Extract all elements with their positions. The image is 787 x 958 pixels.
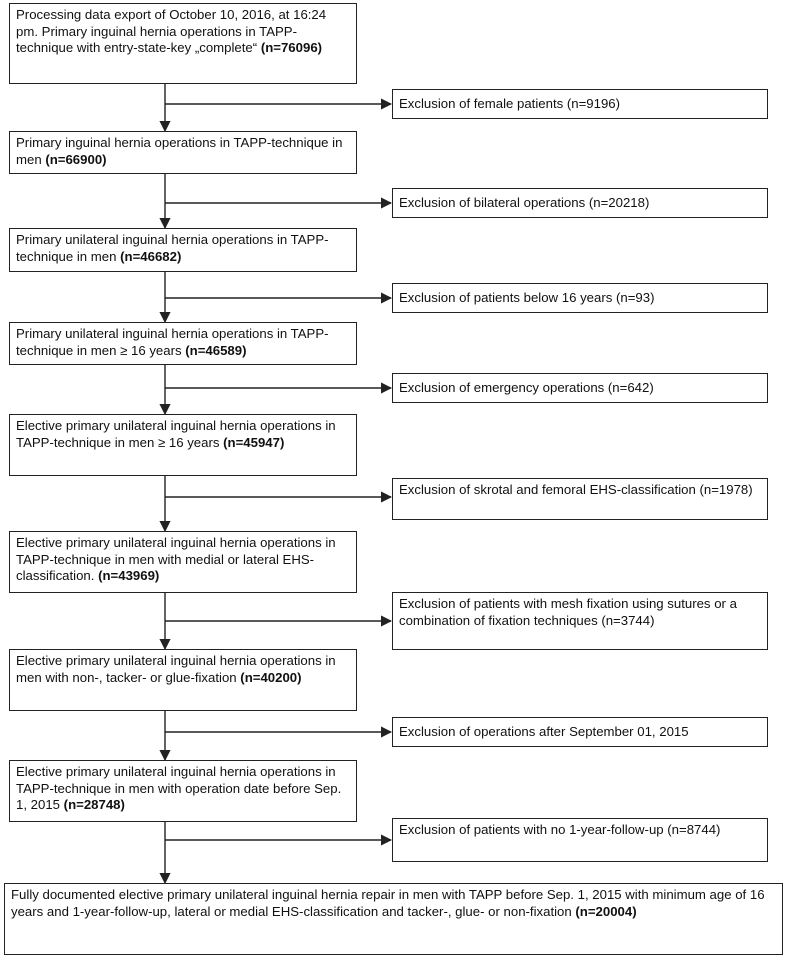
step-count: (n=28748) bbox=[63, 797, 125, 812]
exclusion-box-4: Exclusion of emergency operations (n=642… bbox=[392, 373, 768, 403]
step-count: (n=43969) bbox=[98, 568, 160, 583]
step-count: (n=66900) bbox=[45, 151, 107, 167]
step-count: (n=40200) bbox=[240, 669, 302, 685]
step-box-7: Elective primary unilateral inguinal her… bbox=[9, 649, 357, 711]
exclusion-box-3: Exclusion of patients below 16 years (n=… bbox=[392, 283, 768, 313]
step-text: Elective primary unilateral inguinal her… bbox=[16, 764, 342, 812]
step-box-8: Elective primary unilateral inguinal her… bbox=[9, 760, 357, 822]
step-box-2: Primary inguinal hernia operations in TA… bbox=[9, 131, 357, 174]
exclusion-box-7: Exclusion of operations after September … bbox=[392, 717, 768, 747]
step-box-1: Processing data export of October 10, 20… bbox=[9, 3, 357, 84]
exclusion-text: Exclusion of skrotal and femoral EHS-cla… bbox=[399, 482, 753, 497]
step-text: Processing data export of October 10, 20… bbox=[16, 7, 327, 55]
step-text: Primary inguinal hernia operations in TA… bbox=[16, 135, 343, 167]
exclusion-text: Exclusion of operations after September … bbox=[399, 724, 689, 739]
step-text: Elective primary unilateral inguinal her… bbox=[16, 418, 336, 450]
step-box-6: Elective primary unilateral inguinal her… bbox=[9, 531, 357, 593]
step-text: Elective primary unilateral inguinal her… bbox=[16, 653, 336, 685]
exclusion-text: Exclusion of patients with mesh fixation… bbox=[399, 596, 737, 628]
step-box-4: Primary unilateral inguinal hernia opera… bbox=[9, 322, 357, 365]
step-box-5: Elective primary unilateral inguinal her… bbox=[9, 414, 357, 476]
exclusion-box-8: Exclusion of patients with no 1-year-fol… bbox=[392, 818, 768, 862]
exclusion-box-1: Exclusion of female patients (n=9196) bbox=[392, 89, 768, 119]
exclusion-text: Exclusion of patients below 16 years (n=… bbox=[399, 290, 655, 305]
step-box-final: Fully documented elective primary unilat… bbox=[4, 883, 783, 955]
step-count: (n=45947) bbox=[223, 434, 285, 450]
step-text: Fully documented elective primary unilat… bbox=[11, 887, 765, 919]
step-count: (n=46589) bbox=[185, 342, 247, 358]
exclusion-box-2: Exclusion of bilateral operations (n=202… bbox=[392, 188, 768, 218]
exclusion-text: Exclusion of bilateral operations (n=202… bbox=[399, 195, 650, 210]
step-count: (n=46682) bbox=[120, 248, 182, 264]
exclusion-text: Exclusion of patients with no 1-year-fol… bbox=[399, 822, 721, 837]
step-box-3: Primary unilateral inguinal hernia opera… bbox=[9, 228, 357, 272]
exclusion-box-6: Exclusion of patients with mesh fixation… bbox=[392, 592, 768, 650]
exclusion-text: Exclusion of female patients (n=9196) bbox=[399, 96, 621, 111]
step-text: Primary unilateral inguinal hernia opera… bbox=[16, 232, 329, 264]
step-count: (n=76096) bbox=[260, 40, 323, 55]
step-count: (n=20004) bbox=[575, 903, 637, 919]
step-text: Elective primary unilateral inguinal her… bbox=[16, 535, 336, 583]
step-text: Primary unilateral inguinal hernia opera… bbox=[16, 326, 329, 358]
exclusion-text: Exclusion of emergency operations (n=642… bbox=[399, 380, 654, 395]
exclusion-box-5: Exclusion of skrotal and femoral EHS-cla… bbox=[392, 478, 768, 520]
